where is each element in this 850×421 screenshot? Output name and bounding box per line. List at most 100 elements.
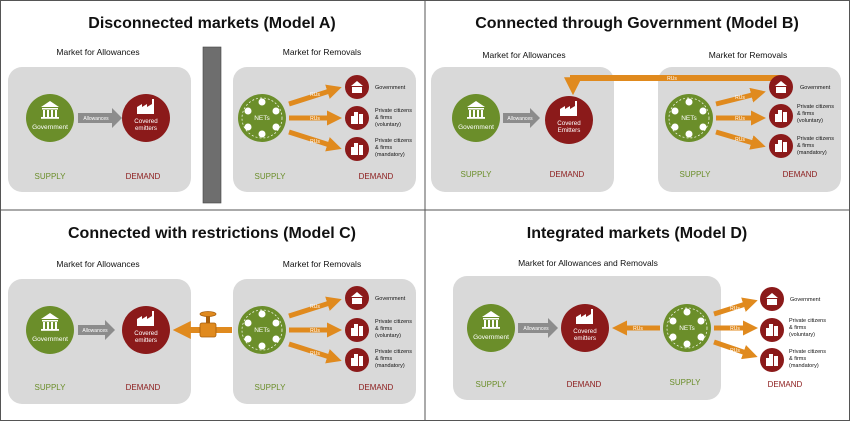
- factory-capture-icon: [244, 335, 252, 343]
- allowances-arrow-label: Allowances: [507, 116, 533, 122]
- government-node: Government: [26, 94, 74, 142]
- government-node: Government: [26, 306, 74, 354]
- government-node: Government: [452, 94, 500, 142]
- tree-icon: [258, 98, 266, 106]
- buyers: Government Private citizens & firms (vol…: [345, 75, 412, 161]
- ru-arrow-label: RUs: [310, 92, 320, 98]
- model-c-title: Connected with restrictions (Model C): [68, 225, 356, 242]
- buyers: Government Private citizens & firms (vol…: [345, 286, 412, 372]
- buyer-voluntary-line2: & firms: [375, 115, 392, 121]
- buyer-voluntary-line1: Private citizens: [797, 104, 834, 110]
- model-d-panel: Market for Allowances and Removals Gover…: [453, 258, 826, 400]
- covered-emitters-label-line1: Covered: [134, 118, 158, 125]
- supply-label: SUPPLY: [476, 380, 508, 389]
- buyer-voluntary-line2: & firms: [797, 111, 814, 117]
- government-building-icon: [766, 293, 778, 305]
- supply-label: SUPPLY: [255, 172, 287, 181]
- demand-label: DEMAND: [550, 170, 585, 179]
- buyer-mandatory-line2: & firms: [789, 356, 806, 362]
- ru-arrow-label: RUs: [633, 326, 643, 332]
- tree-icon: [258, 310, 266, 318]
- covered-emitters-label-line1: Covered: [557, 120, 581, 127]
- buyer-voluntary-line3: (voluntary): [375, 333, 401, 339]
- buyer-government-label: Government: [790, 297, 821, 303]
- buyer-voluntary-line2: & firms: [789, 325, 806, 331]
- buyer-mandatory-line2: & firms: [375, 356, 392, 362]
- demand-label: DEMAND: [768, 380, 803, 389]
- supply-label: SUPPLY: [680, 170, 712, 179]
- buyer-mandatory-line3: (mandatory): [375, 363, 405, 369]
- covered-emitters-node: Covered Emitters: [545, 96, 593, 144]
- buyer-voluntary-line1: Private citizens: [375, 319, 412, 325]
- model-b-title: Connected through Government (Model B): [475, 15, 799, 32]
- city-icon: [351, 112, 363, 124]
- factory-icon: [137, 99, 154, 114]
- buyer-mandatory-line3: (mandatory): [789, 363, 819, 369]
- buyer-mandatory-line1: Private citizens: [375, 138, 412, 144]
- model-c-allowances-label: Market for Allowances: [56, 259, 139, 269]
- city-icon: [351, 354, 363, 366]
- covered-emitters-label-line1: Covered: [134, 330, 158, 337]
- government-building-icon: [467, 101, 485, 119]
- leaf-icon: [699, 107, 707, 115]
- allowances-arrow: Allowances: [518, 318, 558, 338]
- ru-arrow-label: RUs: [667, 76, 677, 82]
- allowances-arrow: Allowances: [78, 320, 115, 340]
- ru-arrow-label: RUs: [735, 137, 745, 143]
- plant-icon: [258, 130, 266, 138]
- leaf-icon: [272, 319, 280, 327]
- rock-icon: [699, 123, 707, 131]
- factory-capture-icon: [244, 123, 252, 131]
- nets-label: NETs: [254, 115, 270, 122]
- government-building-icon: [41, 313, 59, 331]
- plant-icon: [685, 130, 693, 138]
- ocean-icon: [244, 319, 252, 327]
- buyer-government-label: Government: [800, 85, 831, 91]
- valve-pipe-connection: [172, 311, 232, 339]
- government-node: Government: [467, 304, 515, 352]
- demand-label: DEMAND: [126, 172, 161, 181]
- valve-icon: [199, 311, 217, 338]
- government-ru-transfer-arrow: RUs: [564, 75, 780, 96]
- nets-label: NETs: [681, 115, 697, 122]
- buyer-mandatory-line2: & firms: [375, 145, 392, 151]
- plant-icon: [683, 340, 691, 348]
- covered-emitters-label-line2: emitters: [135, 337, 157, 344]
- city-icon: [775, 110, 787, 122]
- plant-icon: [258, 342, 266, 350]
- demand-label: DEMAND: [783, 170, 818, 179]
- ru-arrow-label: RUs: [730, 348, 740, 354]
- buyers: Government Private citizens & firms (vol…: [769, 75, 834, 158]
- buyer-mandatory-line1: Private citizens: [797, 136, 834, 142]
- model-c-removals-label: Market for Removals: [283, 259, 361, 269]
- buyer-voluntary-line1: Private citizens: [789, 318, 826, 324]
- government-building-icon: [41, 101, 59, 119]
- buyer-voluntary-line3: (voluntary): [789, 332, 815, 338]
- ru-arrows: RUs RUs RUs: [288, 296, 342, 364]
- covered-emitters-node: Covered emitters: [122, 306, 170, 354]
- ru-arrows: RUs RUs RUs: [288, 84, 342, 152]
- government-label: Government: [32, 336, 68, 343]
- nets-node: NETs: [665, 94, 713, 142]
- ru-arrow-label: RUs: [310, 116, 320, 122]
- model-b-allowances-label: Market for Allowances: [482, 50, 565, 60]
- model-a-panel: Market for Allowances Market for Removal…: [8, 46, 416, 204]
- buyer-mandatory-line2: & firms: [797, 143, 814, 149]
- buyer-government-label: Government: [375, 85, 406, 91]
- ocean-icon: [244, 107, 252, 115]
- government-building-icon: [482, 311, 500, 329]
- model-d-combined-label: Market for Allowances and Removals: [518, 258, 658, 268]
- covered-emitters-label-line2: emitters: [574, 335, 596, 342]
- allowances-arrow-label: Allowances: [523, 326, 549, 332]
- city-icon: [766, 354, 778, 366]
- ru-arrow-label: RUs: [310, 139, 320, 145]
- model-c-panel: Market for Allowances Market for Removal…: [8, 259, 416, 404]
- covered-emitters-label-line1: Covered: [573, 328, 597, 335]
- tree-icon: [685, 98, 693, 106]
- model-a-allowances-label: Market for Allowances: [56, 47, 139, 57]
- supply-label: SUPPLY: [35, 383, 67, 392]
- ru-arrow-label: RUs: [310, 328, 320, 334]
- buyer-voluntary-line3: (voluntary): [375, 122, 401, 128]
- ru-to-emitters-arrow: RUs: [612, 320, 660, 336]
